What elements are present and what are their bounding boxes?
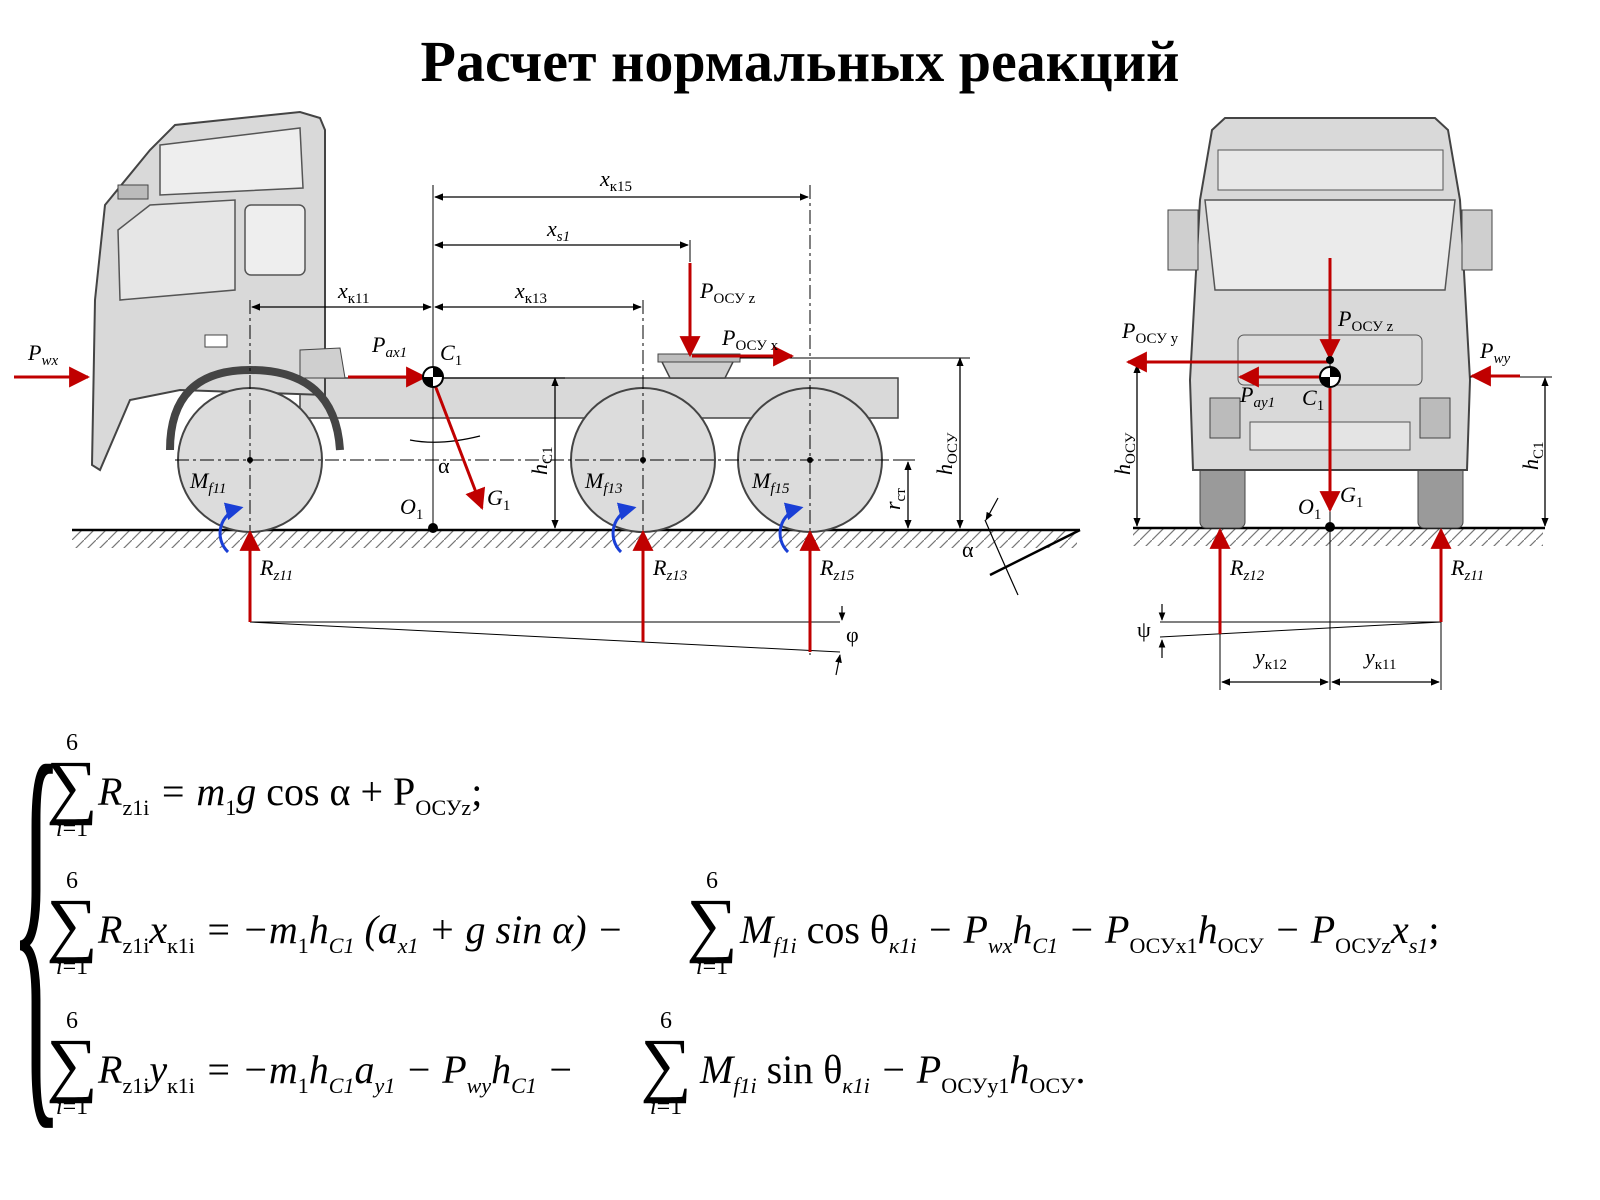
label-o1-front: O1 [1298, 494, 1321, 523]
label-c1-front: C1 [1302, 385, 1324, 414]
sum-1: 6 ∑ i=1 [46, 730, 98, 842]
equation-2-tail: Mf1i cos θк1i − PwxhC1 − PОСУx1hОСУ − PО… [740, 907, 1440, 958]
cab [90, 110, 346, 472]
label-mf11: Mf11 [189, 468, 226, 497]
sum-2b: 6 ∑ i=1 [686, 868, 738, 980]
label-hc1-front: hC1 [1518, 441, 1547, 470]
equation-1: Rz1i = m1g cos α + PОСУz; [98, 769, 483, 820]
label-g1-side: G1 [487, 485, 510, 514]
page-title: Расчет нормальных реакций [420, 29, 1180, 94]
center-of-mass-front [1319, 366, 1341, 388]
label-rz11-front: Rz11 [1450, 555, 1484, 584]
label-g1-front: G1 [1340, 482, 1363, 511]
label-xk13: xк13 [514, 278, 547, 307]
label-posy-z-side: PОСУ z [699, 278, 756, 307]
label-o1-side: O1 [400, 494, 423, 523]
label-posy-y: PОСУ y [1121, 318, 1179, 347]
label-alpha-g1: α [438, 453, 450, 478]
sum-3b: 6 ∑ i=1 [640, 1008, 692, 1120]
label-rz12: Rz12 [1229, 555, 1265, 584]
label-yk11: yк11 [1363, 644, 1397, 673]
label-pay1: Pay1 [1239, 382, 1275, 411]
label-pwx: Pwx [27, 340, 58, 369]
label-pwy: Pwy [1479, 338, 1510, 367]
label-hosy-front: hОСУ [1110, 432, 1139, 475]
label-phi: φ [846, 622, 859, 647]
label-alpha-slope: α [962, 537, 974, 562]
slope-line [989, 528, 1081, 577]
origin-front [1325, 522, 1335, 532]
label-psi: ψ [1137, 617, 1151, 642]
equation-3: Rz1iyк1i = −m1hC1ay1 − PwyhC1 − [98, 1047, 574, 1098]
label-c1-side: C1 [440, 340, 462, 369]
label-hc1-side: hC1 [527, 446, 556, 475]
label-rz15: Rz15 [819, 555, 855, 584]
center-of-mass-side [422, 366, 444, 388]
label-mf13: Mf13 [584, 468, 623, 497]
label-rz11-side: Rz11 [259, 555, 293, 584]
side-view: xк15 xs1 xк11 xк13 Pwx Pax1 C1 PОСУ z PО… [14, 110, 1081, 676]
sum-3: 6 ∑ i=1 [46, 1008, 98, 1120]
label-mf15: Mf15 [751, 468, 790, 497]
ground-hatch-side [72, 530, 1077, 548]
label-xk11: xк11 [337, 278, 370, 307]
label-xk15: xк15 [599, 166, 632, 195]
label-posy-x: PОСУ x [721, 325, 779, 354]
equation-3-tail: Mf1i sin θк1i − PОСУy1hОСУ. [700, 1047, 1086, 1098]
label-pax1: Pax1 [371, 332, 407, 361]
sum-2: 6 ∑ i=1 [46, 868, 98, 980]
diagram-canvas: xк15 xs1 xк11 xк13 Pwx Pax1 C1 PОСУ z PО… [14, 110, 1552, 690]
system-brace: { [10, 678, 63, 1165]
label-yk12: yк12 [1253, 644, 1287, 673]
front-view: PОСУ y PОСУ z Pwy Pay1 C1 G1 O1 hОСУ hC1… [1110, 117, 1552, 690]
label-rz13: Rz13 [652, 555, 687, 584]
ground-hatch-front [1133, 528, 1543, 546]
equation-2: Rz1ixк1i = −m1hC1 (ax1 + g sin α) − [98, 907, 624, 958]
label-xs1: xs1 [546, 216, 570, 245]
label-rst: rст [880, 488, 909, 510]
label-hosy-side: hОСУ [932, 432, 961, 475]
label-posy-z-front: PОСУ z [1337, 306, 1394, 335]
origin-side [428, 523, 438, 533]
